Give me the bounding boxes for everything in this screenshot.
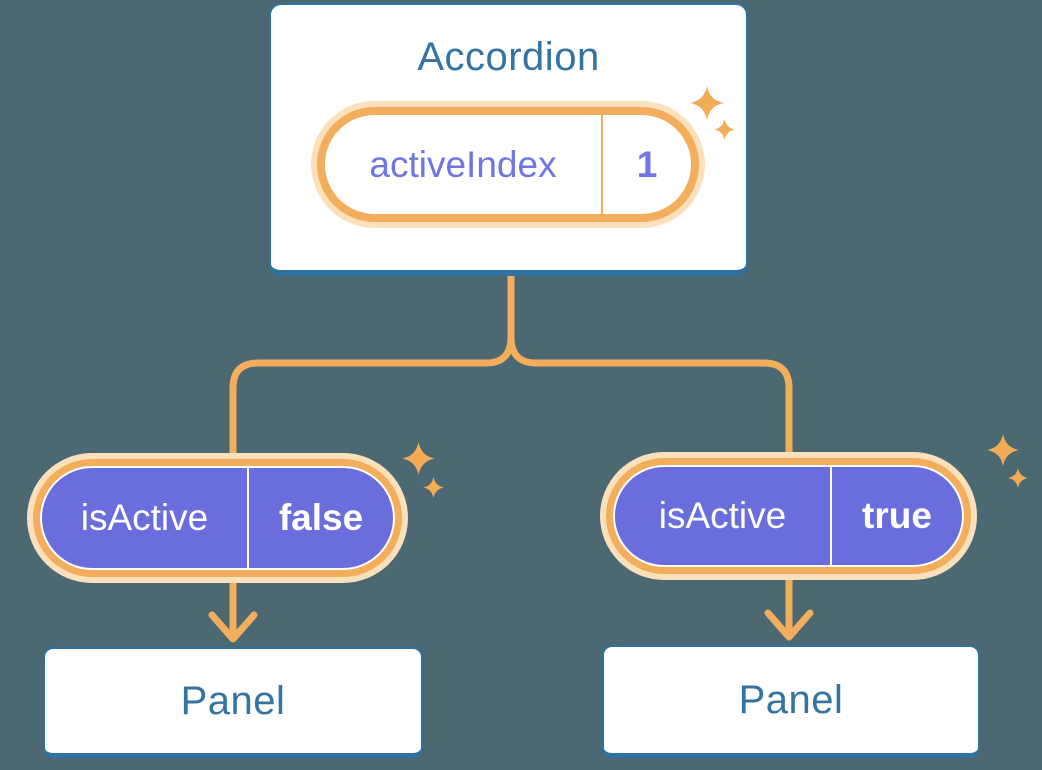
panel-box-left: Panel (43, 647, 423, 758)
pill-divider (601, 115, 603, 214)
sparkle-icon (402, 442, 435, 475)
connector-right-branch (507, 336, 793, 636)
prop-pill-label: isActive (80, 497, 209, 538)
arrow-head-right (764, 609, 814, 641)
state-pill-label: activeIndex (369, 143, 557, 185)
sparkle-icon-small (1008, 468, 1028, 488)
pill-divider (830, 467, 832, 565)
prop-pill-isactive-false: isActive false (27, 453, 408, 583)
pill-divider (247, 468, 249, 568)
accordion-title: Accordion (417, 35, 600, 79)
sparkle-icon (987, 434, 1019, 466)
arrow-head-left (208, 611, 258, 643)
sparkle-icon-small (423, 477, 444, 498)
prop-pill-value: false (278, 497, 364, 538)
prop-pill-label: isActive (658, 495, 787, 536)
sparkle-icon (690, 86, 724, 120)
state-pill-activeindex: activeIndex 1 (311, 101, 705, 228)
panel-box-right: Panel (602, 645, 980, 758)
state-pill-value: 1 (636, 143, 658, 185)
prop-pill-isactive-true: isActive true (600, 452, 977, 580)
sparkle-icon-small (714, 119, 735, 140)
panel-label: Panel (180, 678, 286, 723)
panel-label: Panel (738, 677, 844, 722)
prop-pill-value: true (862, 495, 932, 536)
